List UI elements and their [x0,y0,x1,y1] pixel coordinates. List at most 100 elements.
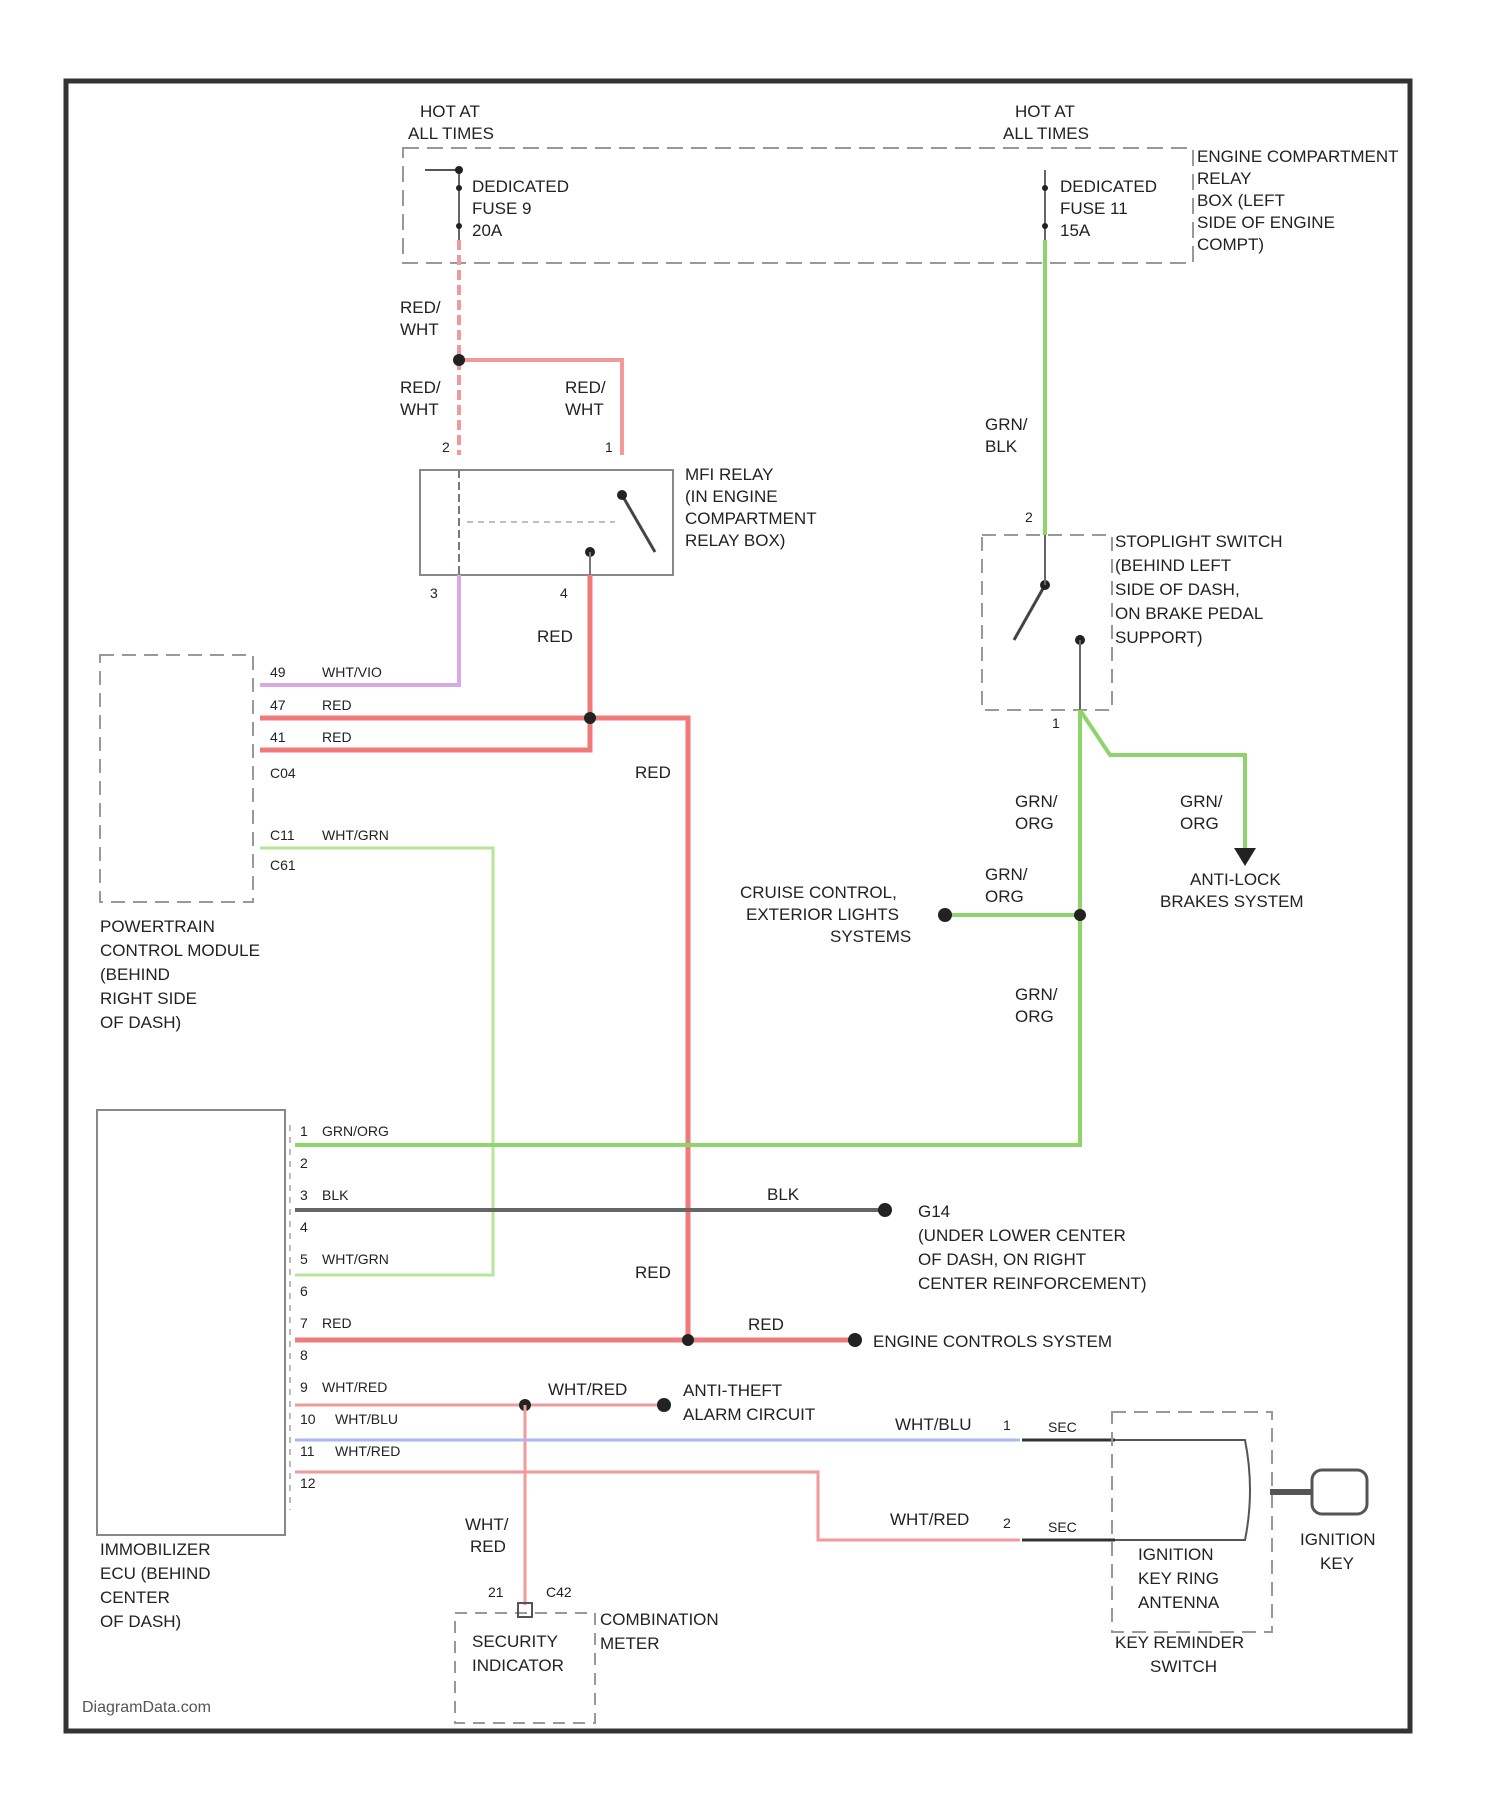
mfi-pin-1: 1 [605,439,613,455]
immo-pin-1: 1 [300,1123,308,1139]
pcm-pin-41: 41 [270,729,286,745]
splice-red-pcm [584,712,596,724]
pcm-conn-1: C04 [270,765,296,781]
fuse11-terminal-top [1042,185,1048,191]
wire-label-red-right: RED [748,1315,784,1334]
antenna-sec-2-label: SEC [1048,1519,1077,1535]
wire-label-red-wht-c: RED/WHT [565,378,606,419]
pcm-wire-c11: WHT/GRN [322,827,389,843]
wire-label-grn-org-a: GRN/ORG [1015,792,1058,833]
wire-label-red-wht-a: RED/WHT [400,298,441,339]
immo-pin-4: 4 [300,1219,308,1235]
antenna-sec-1-label: SEC [1048,1419,1077,1435]
immo-pin-12: 12 [300,1475,316,1491]
mfi-pin-3: 3 [430,585,438,601]
stoplight-pin-1: 1 [1052,715,1060,731]
pcm-pin-47: 47 [270,697,286,713]
immo-pin-5: 5 [300,1251,308,1267]
fuse11-terminal-bot [1042,223,1048,229]
immo-wire-5: WHT/GRN [322,1251,389,1267]
immo-wire-7: RED [322,1315,352,1331]
pcm-conn-2: C61 [270,857,296,873]
wire-label-blk: BLK [767,1185,800,1204]
arrow-engine [848,1333,862,1347]
antenna-pin-2: 2 [1003,1515,1011,1531]
splice-red-wht [453,354,465,366]
ground-terminal [878,1203,892,1217]
pcm-pin-c11: C11 [270,827,295,843]
immo-pin-3: 3 [300,1187,308,1203]
immo-pin-11: 11 [300,1443,315,1459]
immo-wire-10: WHT/BLU [335,1411,398,1427]
immo-wire-11: WHT/RED [335,1443,400,1459]
wire-red-pcm-41 [260,718,590,750]
wire-label-wht-blu-far: WHT/BLU [895,1415,972,1434]
wire-label-grn-org-c: GRN/ORG [985,865,1028,906]
fuse9-terminal-bot [456,223,462,229]
arrow-abs [1234,848,1256,866]
mfi-relay-contact-pivot [617,490,627,500]
fuse9-terminal-mid [456,185,462,191]
immo-pin-10: 10 [300,1411,316,1427]
pcm-pin-49: 49 [270,664,286,680]
wire-label-grn-org-b: GRN/ORG [1180,792,1223,833]
dest-engine-label: ENGINE CONTROLS SYSTEM [873,1332,1112,1351]
immo-wire-1: GRN/ORG [322,1123,389,1139]
wire-label-red-lower: RED [635,1263,671,1282]
mfi-pin-4: 4 [560,585,568,601]
pcm-wire-41: RED [322,729,352,745]
fuse9-terminal-top [455,166,463,174]
pcm-wire-49: WHT/VIO [322,664,382,680]
pcm-box [100,655,253,902]
immobilizer-box [97,1110,285,1535]
arrow-alarm [657,1398,671,1412]
wire-label-red-mid: RED [537,627,573,646]
wire-label-red-vert: RED [635,763,671,782]
immo-pin-2: 2 [300,1155,308,1171]
immo-pin-7: 7 [300,1315,308,1331]
wire-wht-red-antenna [295,1472,1020,1540]
stoplight-switch-box [982,535,1112,710]
mfi-relay-contact-arm [622,495,655,552]
stoplight-contact-arm [1014,585,1045,640]
immo-pin-6: 6 [300,1283,308,1299]
wire-label-wht-red-far: WHT/RED [890,1510,969,1529]
splice-red-engine [682,1334,694,1346]
mfi-pin-2: 2 [442,439,450,455]
antenna-coil [1115,1440,1250,1540]
wire-red-vertical [590,718,688,1338]
ignition-key-icon [1270,1470,1367,1514]
immo-pin-9: 9 [300,1379,308,1395]
wire-label-wht-red-right: WHT/RED [548,1380,627,1399]
watermark: DiagramData.com [82,1699,211,1716]
combo-pin-21: 21 [488,1584,504,1600]
immobilizer-pin-list: 1 GRN/ORG 2 3 BLK 4 5 WHT/GRN 6 7 RED 8 … [300,1123,400,1491]
combo-conn-c42: C42 [546,1584,572,1600]
wire-label-grn-blk: GRN/BLK [985,415,1028,456]
stoplight-pin-2: 2 [1025,509,1033,525]
immo-wire-9: WHT/RED [322,1379,387,1395]
splice-grn-org [1074,909,1086,921]
security-indicator-lamp [518,1603,532,1617]
wire-label-grn-org-d: GRN/ORG [1015,985,1058,1026]
immo-wire-3: BLK [322,1187,349,1203]
antenna-pin-1: 1 [1003,1417,1011,1433]
